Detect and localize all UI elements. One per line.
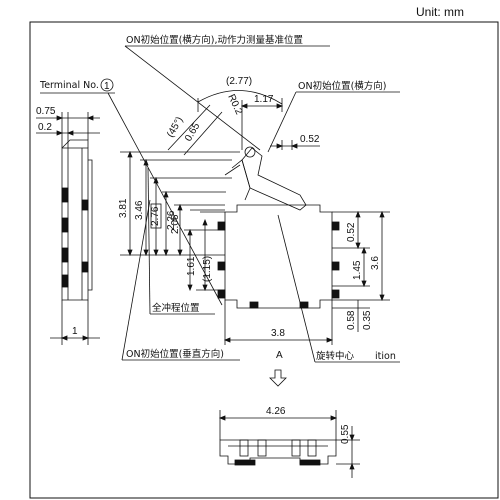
rotation-center-label: 旋转中心 [316,350,355,362]
vertical-dims-right: 0.52 1.45 3.6 0.58 0.35 [332,210,390,332]
dim-0-65: 0.65 [183,121,202,144]
dim-2-77-text: (2.77) [226,76,252,87]
view-a-label: A [276,350,283,361]
on-initial-vertical-callout: ON初始位置(垂直方向) [121,199,240,361]
dim-0-35: 0.35 [362,310,373,330]
dim-2-76: 2.76 [150,206,161,226]
dim-2-26: 2.26 [166,210,177,230]
dim-0-52-top: 0.52 [270,134,320,150]
terminal-number: 1 [104,81,110,92]
full-stroke-callout: 全冲程位置 [147,167,215,315]
dim-4-26-text: 4.26 [266,406,286,417]
dim-045-line [167,104,211,151]
dim-3-81: 3.81 [118,198,129,218]
dim-0-2: 0.2 [38,122,52,133]
dim-2-06: 2.06 [170,214,181,234]
full-stroke-label: 全冲程位置 [152,302,200,314]
dim-1-text: 1 [72,326,78,337]
on-initial-right-callout: ON初始位置(横方向) [267,80,400,153]
dim-45deg: (45°) [165,115,185,139]
dim-075-02: 0.75 0.2 [36,106,100,148]
dim-3-46: 3.46 [134,200,145,220]
dim-1-61: 1.61 [186,256,197,276]
dim-0-75: 0.75 [36,106,56,117]
view-a-indicator: A [269,350,287,387]
bottom-view [219,439,337,466]
dim-1-17: 1.17 [240,94,284,150]
on-initial-vertical-label: ON初始位置(垂直方向) [126,348,224,360]
side-view [61,139,93,301]
on-initial-top-callout: ON初始位置(横方向),动作力测量基准位置 [124,34,330,151]
dim-2-77: (2.77) [197,76,283,112]
dim-1-45: 1.45 [352,260,363,280]
dim-3-8: 3.8 [223,300,334,345]
on-initial-top-label: ON初始位置(横方向),动作力测量基准位置 [126,34,303,46]
dim-4-26: 4.26 [218,406,338,440]
terminal-callout: Terminal No. 1 [39,78,223,306]
dim-0-52-top-text: 0.52 [300,134,320,145]
unit-label: Unit: mm [416,5,464,19]
dim-3-8-text: 3.8 [271,328,285,339]
on-initial-right-label: ON初始位置(横方向) [298,80,387,92]
dim-3-6: 3.6 [370,256,381,270]
dim-0-55: 0.55 [336,424,360,478]
view-a-arrow-icon [269,369,287,387]
actuator-lever [224,146,307,211]
rotation-center-callout: 旋转中心 ition [277,214,400,363]
dim-1-17-text: 1.17 [254,94,274,105]
dim-0-52-right: 0.52 [346,222,357,242]
drawing-frame [29,21,499,499]
dim-r0-2: R0.2 [225,93,244,117]
terminal-label: Terminal No. [39,80,99,91]
dim-1-15: (1.15) [202,256,213,282]
rotation-center-suffix: ition [375,351,396,362]
dim-1: 1 [50,300,100,345]
dim-065-line [183,111,223,156]
vertical-dims-left: 3.81 3.46 2.76 2.26 2.06 1.61 (1.15) [118,150,240,292]
dim-0-55-text: 0.55 [340,424,351,444]
dim-0-58: 0.58 [346,310,357,330]
